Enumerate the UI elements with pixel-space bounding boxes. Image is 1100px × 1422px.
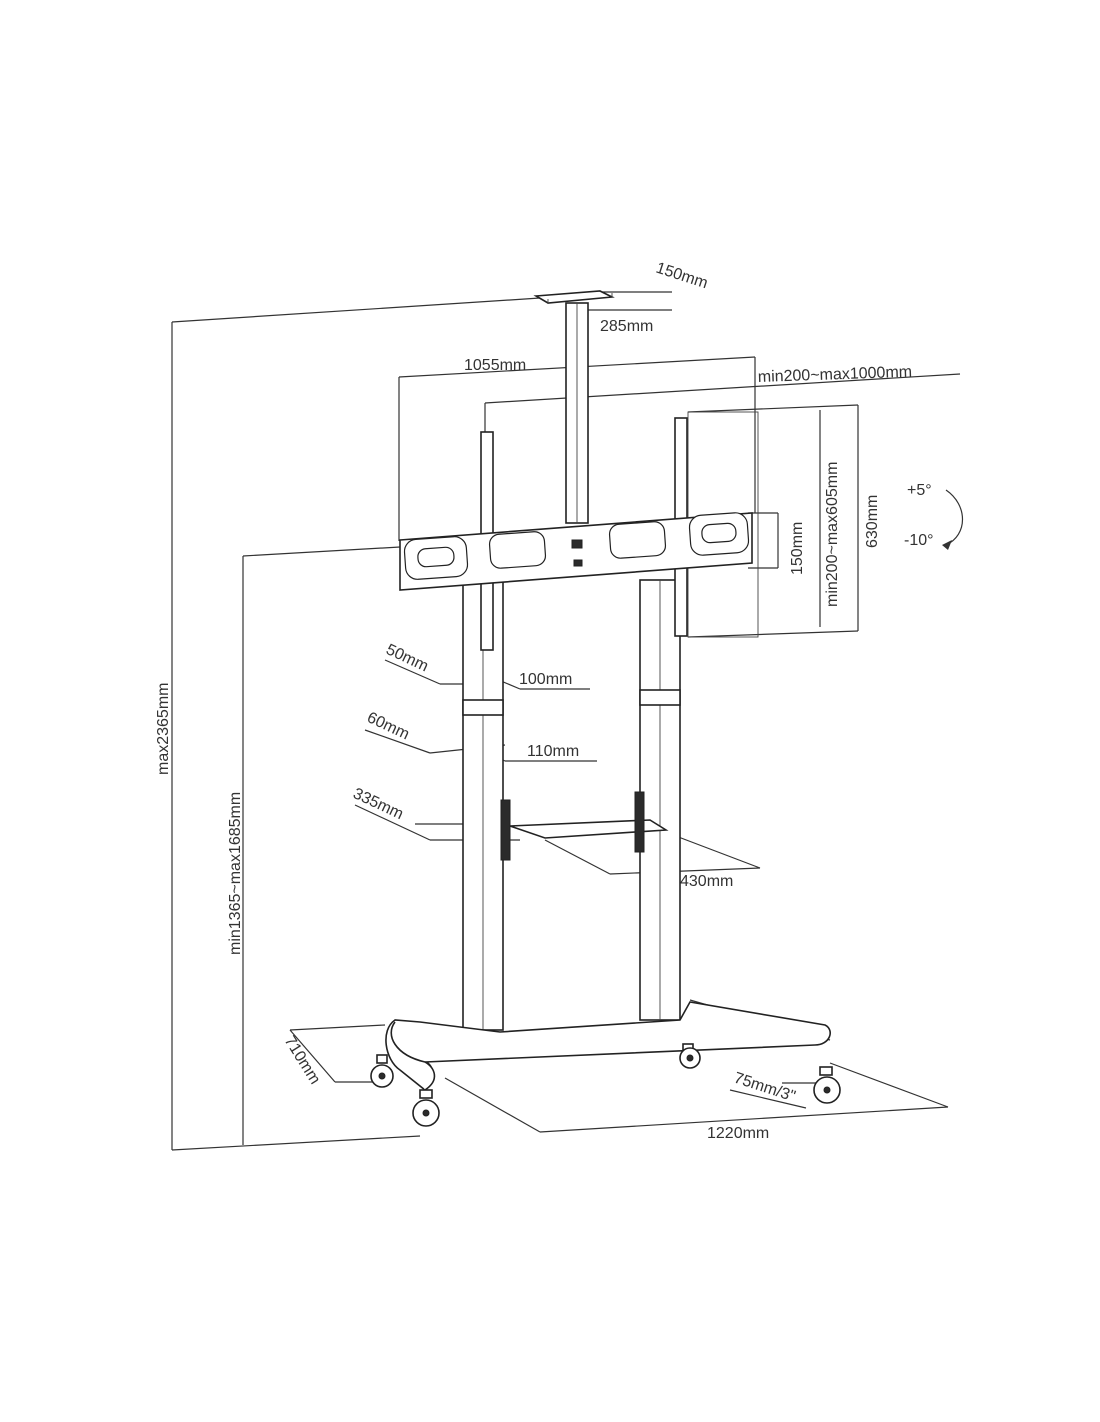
label-screen-center-height: min1365~max1685mm (227, 792, 244, 955)
label-shelf-depth: 335mm (350, 785, 406, 823)
label-column-width-lower: 110mm (527, 743, 579, 760)
camera-shelf (533, 290, 615, 524)
caster-back-right (679, 1043, 701, 1069)
label-vesa-vertical: min200~max605mm (824, 462, 841, 607)
dimension-labels: 150mm 285mm 1055mm min200~max1000mm min2… (155, 260, 934, 1142)
caster-back-left (370, 1054, 394, 1088)
label-column-width-upper: 100mm (519, 671, 572, 688)
shelf (500, 791, 669, 861)
right-column (639, 417, 688, 1021)
caster-front-left (412, 1089, 440, 1127)
left-column (462, 431, 504, 1031)
label-total-height: max2365mm (155, 683, 172, 775)
label-tilt-down: -10° (904, 532, 934, 549)
label-bracket-width: 1055mm (464, 357, 526, 374)
casters (370, 1043, 841, 1127)
label-camera-width: 285mm (600, 318, 653, 335)
tv-stand-drawing (370, 290, 963, 1127)
mounting-bracket (399, 512, 753, 591)
label-bracket-height: 150mm (789, 522, 806, 575)
label-tilt-up: +5° (907, 482, 932, 499)
label-shelf-width: 430mm (680, 873, 733, 890)
label-vesa-horizontal: min200~max1000mm (758, 364, 913, 386)
label-column-depth-upper: 50mm (383, 641, 430, 675)
label-camera-depth: 150mm (654, 260, 710, 293)
label-caster-size: 75mm/3" (732, 1070, 798, 1106)
label-arm-height: 630mm (864, 495, 881, 548)
tilt-arrowhead-icon (942, 540, 952, 550)
caster-front-right (813, 1066, 841, 1104)
label-base-width: 1220mm (707, 1125, 769, 1142)
tilt-arrow-icon (945, 489, 963, 546)
base (385, 1001, 831, 1092)
